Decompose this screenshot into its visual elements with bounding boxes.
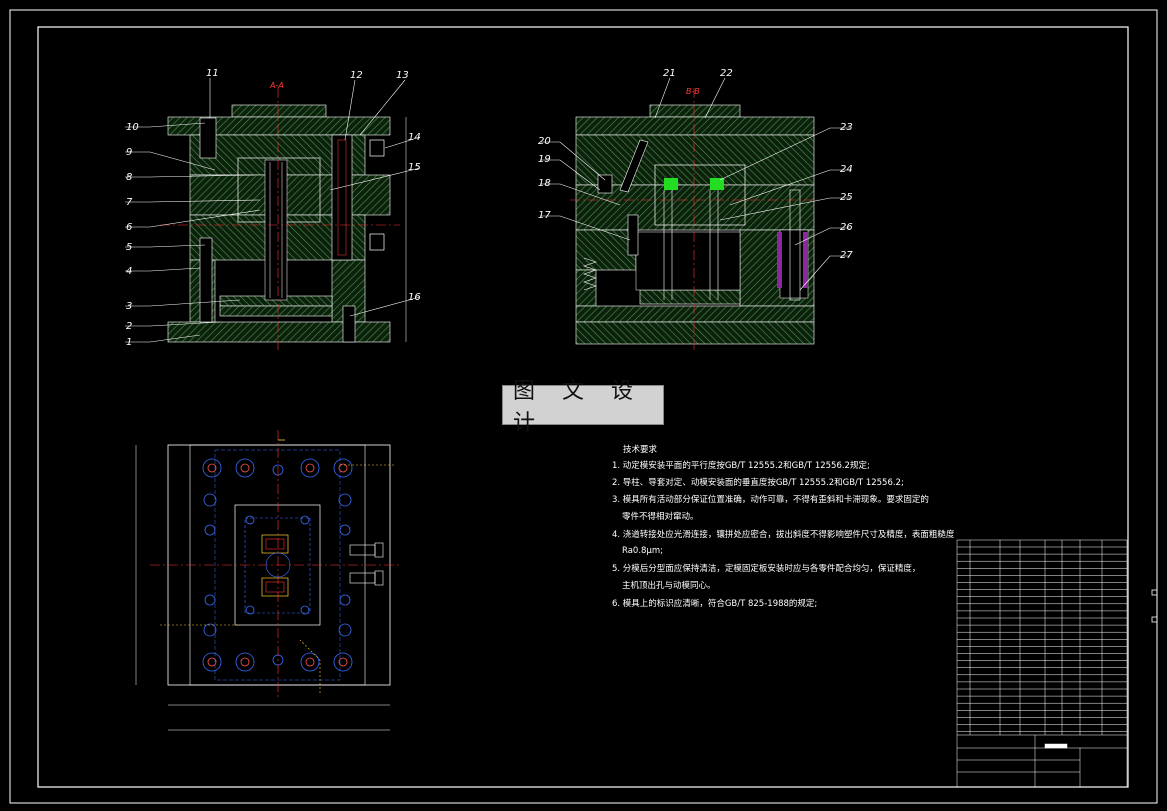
note-item: 1. 动定模安装平面的平行度按GB/T 12555.2和GB/T 12556.2… (612, 460, 870, 471)
part-number: 11 (206, 68, 219, 79)
section-b-view: B-B (570, 87, 820, 350)
note-item: 零件不得相对窜动。 (622, 511, 699, 522)
edge-marker (1151, 616, 1158, 623)
part-number: 5 (126, 242, 132, 253)
title-block (956, 539, 1128, 788)
note-item: 4. 浇道转接处应光滑连接，镶拼处应密合，拔出斜度不得影响塑件尺寸及精度，表面粗… (612, 529, 955, 540)
watermark-text: 图 文 设 计 (513, 379, 643, 436)
part-number: 12 (350, 70, 363, 81)
inner-border (37, 26, 1129, 788)
part-number: 9 (126, 147, 132, 158)
part-number: 1 (126, 337, 132, 348)
section-b-label: B-B (686, 87, 700, 96)
section-b-leaders (540, 77, 850, 291)
part-number: 10 (126, 122, 139, 133)
part-number: 18 (538, 178, 551, 189)
note-item: 主机顶出孔与动模同心。 (622, 580, 716, 591)
part-number: 8 (126, 172, 132, 183)
part-number: 24 (840, 164, 853, 175)
part-number: 7 (126, 197, 133, 208)
part-number: 2 (126, 321, 132, 332)
note-item: 3. 模具所有活动部分保证位置准确，动作可靠，不得有歪斜和卡滞现象。要求固定的 (612, 494, 929, 505)
part-number: 25 (840, 192, 853, 203)
part-number: 6 (126, 222, 132, 233)
notes-heading: 技术要求 (623, 444, 658, 455)
technical-notes: 技术要求 1. 动定模安装平面的平行度按GB/T 12555.2和GB/T 12… (612, 444, 955, 609)
note-item: 2. 导柱、导套对定、动模安装面的垂直度按GB/T 12555.2和GB/T 1… (612, 477, 904, 488)
section-b-part-numbers: 21 22 20 19 18 17 23 24 25 26 27 (538, 68, 853, 261)
part-number: 19 (538, 154, 551, 165)
part-number: 20 (538, 136, 551, 147)
part-number: 16 (408, 292, 421, 303)
section-a-view: A-A (160, 81, 407, 350)
part-number: 21 (663, 68, 676, 79)
part-number: 14 (408, 132, 421, 143)
outer-border (9, 9, 1158, 804)
part-number: 27 (840, 250, 853, 261)
part-number: 15 (408, 162, 421, 173)
note-item: 6. 模具上的标识应清晰，符合GB/T 825-1988的规定; (612, 598, 817, 609)
part-number: 13 (396, 70, 409, 81)
section-a-label: A-A (269, 81, 284, 90)
part-number: 22 (720, 68, 733, 79)
part-number: 4 (126, 266, 132, 277)
part-number: 26 (840, 222, 853, 233)
part-number: 17 (538, 210, 551, 221)
note-item: 5. 分模后分型面应保持清洁，定模固定板安装时应与各零件配合均匀，保证精度， (612, 563, 920, 574)
note-item: Ra0.8μm; (622, 546, 663, 556)
plan-view (135, 430, 400, 731)
part-number: 23 (840, 122, 853, 133)
section-a-part-numbers: 10 9 8 7 6 5 4 3 2 1 11 12 13 14 15 16 (126, 68, 421, 348)
section-a-leaders (125, 78, 421, 343)
part-number: 3 (126, 301, 132, 312)
watermark-banner: 图 文 设 计 (502, 379, 664, 436)
edge-marker (1151, 589, 1158, 596)
